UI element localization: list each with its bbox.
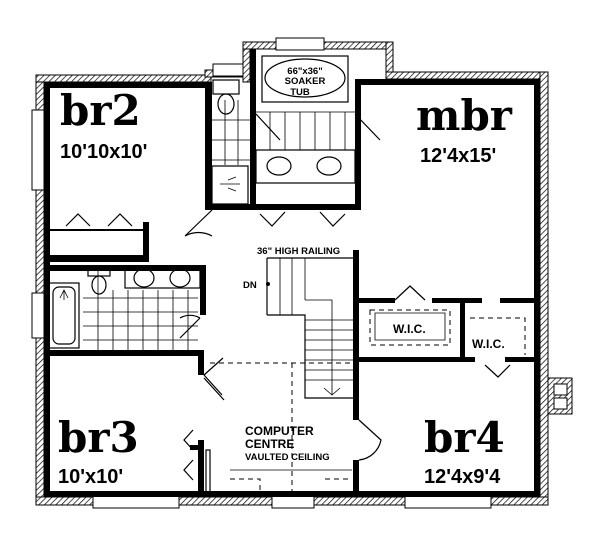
- windows: [31, 37, 492, 509]
- room-name-br3: br3: [58, 413, 139, 462]
- vaulted-ceiling-note: VAULTED CEILING: [245, 452, 330, 463]
- stair-direction: DN: [243, 280, 257, 291]
- sink-icon: [316, 156, 342, 176]
- bathtub-icon: [52, 286, 76, 345]
- wic-label: W.I.C.: [472, 337, 505, 351]
- sink-icon: [133, 268, 155, 288]
- toilet-icon: [217, 93, 235, 115]
- room-size-br4: 12'4x9'4: [424, 466, 501, 488]
- ensuite-tile: [211, 79, 381, 227]
- tub-size: 66"x36": [287, 66, 322, 77]
- shower-icon: [211, 165, 249, 205]
- soaker-tub: 66"x36" SOAKER TUB: [261, 55, 349, 103]
- computer-centre-label: COMPUTER: [245, 424, 314, 438]
- bath-2: [48, 265, 201, 350]
- room-size-mbr: 12'4x15': [420, 145, 496, 167]
- wic-label: W.I.C.: [393, 322, 426, 336]
- room-name-br2: br2: [60, 86, 141, 135]
- room-size-br3: 10'x10': [58, 466, 123, 488]
- railing-label: 36" HIGH RAILING: [257, 246, 340, 257]
- sink-icon: [266, 156, 292, 176]
- room-size-br2: 10'10x10': [60, 141, 147, 163]
- room-name-br4: br4: [424, 413, 505, 462]
- sink-icon: [169, 268, 191, 288]
- staircase[interactable]: 36" HIGH RAILING DN: [243, 246, 355, 399]
- computer-centre-label-2: CENTRE: [245, 437, 294, 451]
- tub-label: SOAKER: [285, 76, 326, 87]
- room-name-mbr: mbr: [416, 91, 513, 140]
- toilet-icon: [91, 275, 107, 295]
- tub-label-2: TUB: [290, 87, 310, 98]
